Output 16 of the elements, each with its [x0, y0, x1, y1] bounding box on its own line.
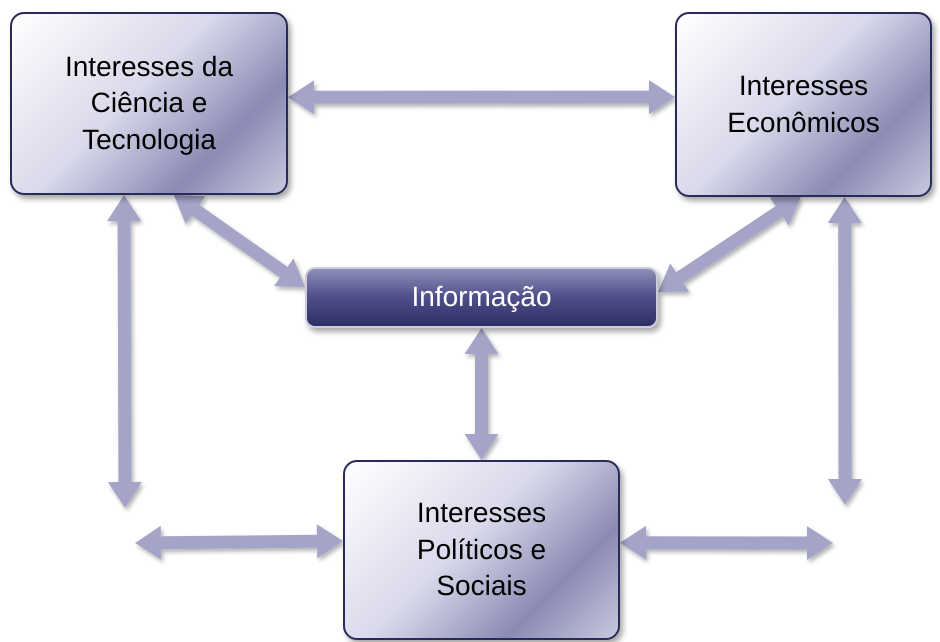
node-label: Interesses Econômicos	[726, 69, 881, 140]
node-label: Interesses da Ciência e Tecnologia	[64, 50, 234, 157]
double-arrow	[288, 80, 675, 114]
double-arrow	[620, 526, 833, 560]
node-label: Informação	[411, 280, 552, 314]
double-arrow	[828, 197, 862, 505]
node-label: Interesses Políticos e Sociais	[416, 496, 548, 604]
process-box	[675, 12, 932, 197]
double-arrow	[107, 195, 142, 508]
double-arrow	[658, 197, 801, 292]
double-arrow	[464, 328, 498, 460]
double-arrow	[135, 524, 343, 560]
process-box	[343, 460, 620, 640]
process-box	[10, 12, 288, 195]
double-arrow	[174, 195, 305, 288]
highlight-box	[305, 267, 658, 328]
